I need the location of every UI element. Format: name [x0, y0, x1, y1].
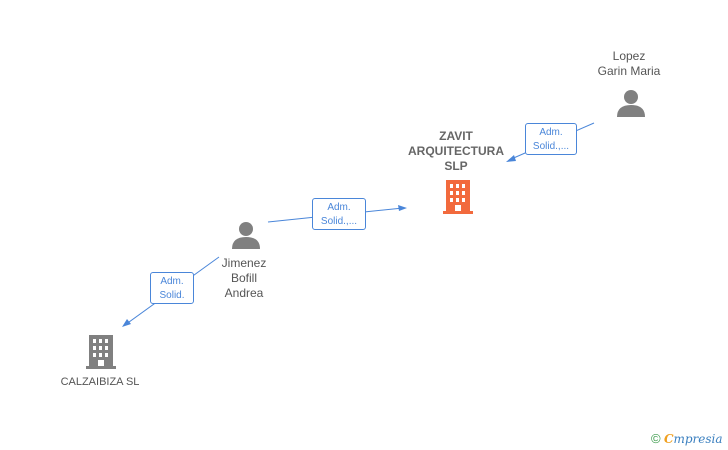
person-icon[interactable]	[232, 222, 260, 249]
edge-arrow-jimenez-calzaibiza	[122, 319, 131, 327]
person-icon[interactable]	[617, 90, 645, 117]
company-building-icon[interactable]	[443, 180, 473, 214]
node-label-zavit[interactable]: ZAVIT ARQUITECTURA SLP	[408, 129, 504, 173]
company-building-icon[interactable]	[86, 335, 116, 369]
node-label-jimenez[interactable]: Jimenez Bofill Andrea	[221, 256, 267, 300]
empresia-watermark: © Cmpresia	[651, 431, 723, 446]
edge-arrow-jimenez-zavit	[398, 205, 407, 211]
node-label-calzaibiza[interactable]: CALZAIBIZA SL	[60, 376, 140, 388]
copyright-icon: ©	[651, 431, 661, 446]
node-label-lopez[interactable]: Lopez Garin Maria	[597, 49, 661, 78]
edge-label-jimenez-zavit: Adm. Solid.,...	[312, 198, 366, 230]
brand-initial: C	[663, 432, 674, 446]
edge-label-jimenez-calzaibiza: Adm. Solid.	[150, 272, 194, 304]
brand-name: mpresia	[673, 432, 723, 446]
edge-arrow-lopez-zavit	[506, 155, 516, 162]
edge-label-lopez-zavit: Adm. Solid.,...	[525, 123, 577, 155]
